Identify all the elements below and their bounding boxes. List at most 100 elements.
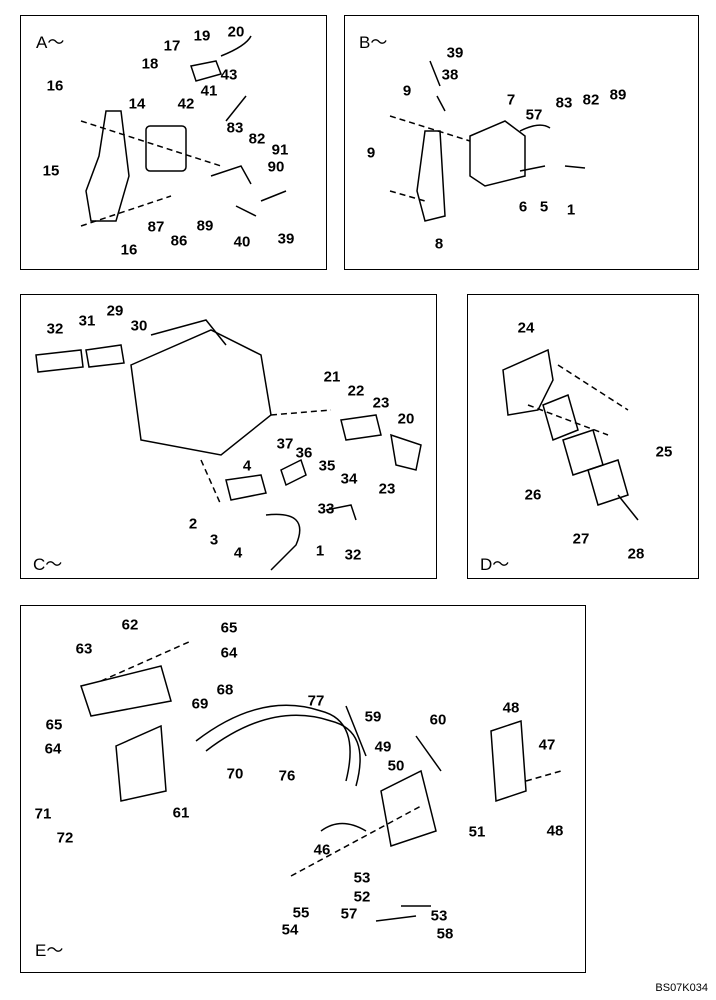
callout: 4 (233, 544, 243, 562)
callout: 61 (172, 804, 190, 822)
callout: 86 (170, 232, 188, 250)
callout: 42 (177, 95, 195, 113)
callout: 71 (34, 805, 52, 823)
callout: 43 (220, 66, 238, 84)
callout: 32 (344, 546, 362, 564)
callout: 54 (281, 921, 299, 939)
callout: 23 (372, 394, 390, 412)
callout: 68 (216, 681, 234, 699)
panel-b-drawing (389, 60, 586, 222)
callout: 49 (374, 738, 392, 756)
callout: 1 (315, 542, 325, 560)
callout: 35 (318, 457, 336, 475)
callout: 30 (130, 317, 148, 335)
callout: 58 (436, 925, 454, 943)
callout: 28 (627, 545, 645, 563)
callout: 89 (196, 217, 214, 235)
callout: 2 (188, 515, 198, 533)
callout: 46 (313, 841, 331, 859)
panel-b: B～ 39 38 9 7 57 83 82 89 9 6 5 1 8 (344, 15, 699, 270)
callout: 65 (220, 619, 238, 637)
callout: 48 (546, 822, 564, 840)
callout: 17 (163, 37, 181, 55)
callout: 50 (387, 757, 405, 775)
callout: 26 (524, 486, 542, 504)
callout: 91 (271, 141, 289, 159)
panel-a: A～ 20 19 17 18 43 16 14 42 41 83 82 91 1… (20, 15, 327, 270)
callout: 55 (292, 904, 310, 922)
callout: 25 (655, 443, 673, 461)
callout: 47 (538, 736, 556, 754)
callout: 27 (572, 530, 590, 548)
callout: 20 (397, 410, 415, 428)
callout: 19 (193, 27, 211, 45)
callout: 34 (340, 470, 358, 488)
callout: 14 (128, 95, 146, 113)
callout: 36 (295, 444, 313, 462)
callout: 9 (366, 144, 376, 162)
callout: 23 (378, 480, 396, 498)
callout: 18 (141, 55, 159, 73)
callout: 64 (44, 740, 62, 758)
callout: 83 (555, 94, 573, 112)
callout: 57 (340, 905, 358, 923)
callout: 62 (121, 616, 139, 634)
panel-e: E～ 62 65 63 64 77 59 68 69 60 48 65 47 6… (20, 605, 586, 973)
callout: 53 (430, 907, 448, 925)
callout: 7 (506, 91, 516, 109)
callout: 38 (441, 66, 459, 84)
callout: 9 (402, 82, 412, 100)
callout: 3 (209, 531, 219, 549)
callout: 72 (56, 829, 74, 847)
callout: 21 (323, 368, 341, 386)
callout: 24 (517, 319, 535, 337)
panel-a-drawing (80, 35, 287, 227)
callout: 16 (46, 77, 64, 95)
callout: 87 (147, 218, 165, 236)
callout: 83 (226, 119, 244, 137)
callout: 15 (42, 162, 60, 180)
callout: 76 (278, 767, 296, 785)
callout: 8 (434, 235, 444, 253)
callout: 41 (200, 82, 218, 100)
callout: 29 (106, 302, 124, 320)
panel-b-letter: B～ (359, 33, 388, 52)
panel-c-drawing (35, 319, 422, 571)
callout: 53 (353, 869, 371, 887)
callout: 20 (227, 23, 245, 41)
callout: 33 (317, 500, 335, 518)
callout: 4 (242, 457, 252, 475)
callout: 69 (191, 695, 209, 713)
panel-c-letter: C～ (33, 555, 63, 574)
callout: 82 (582, 91, 600, 109)
callout: 90 (267, 158, 285, 176)
callout: 70 (226, 765, 244, 783)
drawing-code: BS07K034 (655, 982, 708, 994)
callout: 22 (347, 382, 365, 400)
callout: 32 (46, 320, 64, 338)
callout: 57 (525, 106, 543, 124)
callout: 60 (429, 711, 447, 729)
callout: 6 (518, 198, 528, 216)
panel-d: D～ 24 25 26 27 28 (467, 294, 699, 579)
callout: 1 (566, 201, 576, 219)
callout: 89 (609, 86, 627, 104)
callout: 64 (220, 644, 238, 662)
callout: 16 (120, 241, 138, 259)
callout: 31 (78, 312, 96, 330)
callout: 65 (45, 716, 63, 734)
callout: 59 (364, 708, 382, 726)
callout: 77 (307, 692, 325, 710)
panel-d-drawing (502, 348, 639, 521)
callout: 5 (539, 198, 549, 216)
callout: 63 (75, 640, 93, 658)
panel-d-letter: D～ (480, 555, 510, 574)
callout: 39 (277, 230, 295, 248)
callout: 48 (502, 699, 520, 717)
callout: 82 (248, 130, 266, 148)
panel-a-letter: A～ (36, 33, 65, 52)
callout: 51 (468, 823, 486, 841)
callout: 39 (446, 44, 464, 62)
callout: 52 (353, 888, 371, 906)
callout: 37 (276, 435, 294, 453)
